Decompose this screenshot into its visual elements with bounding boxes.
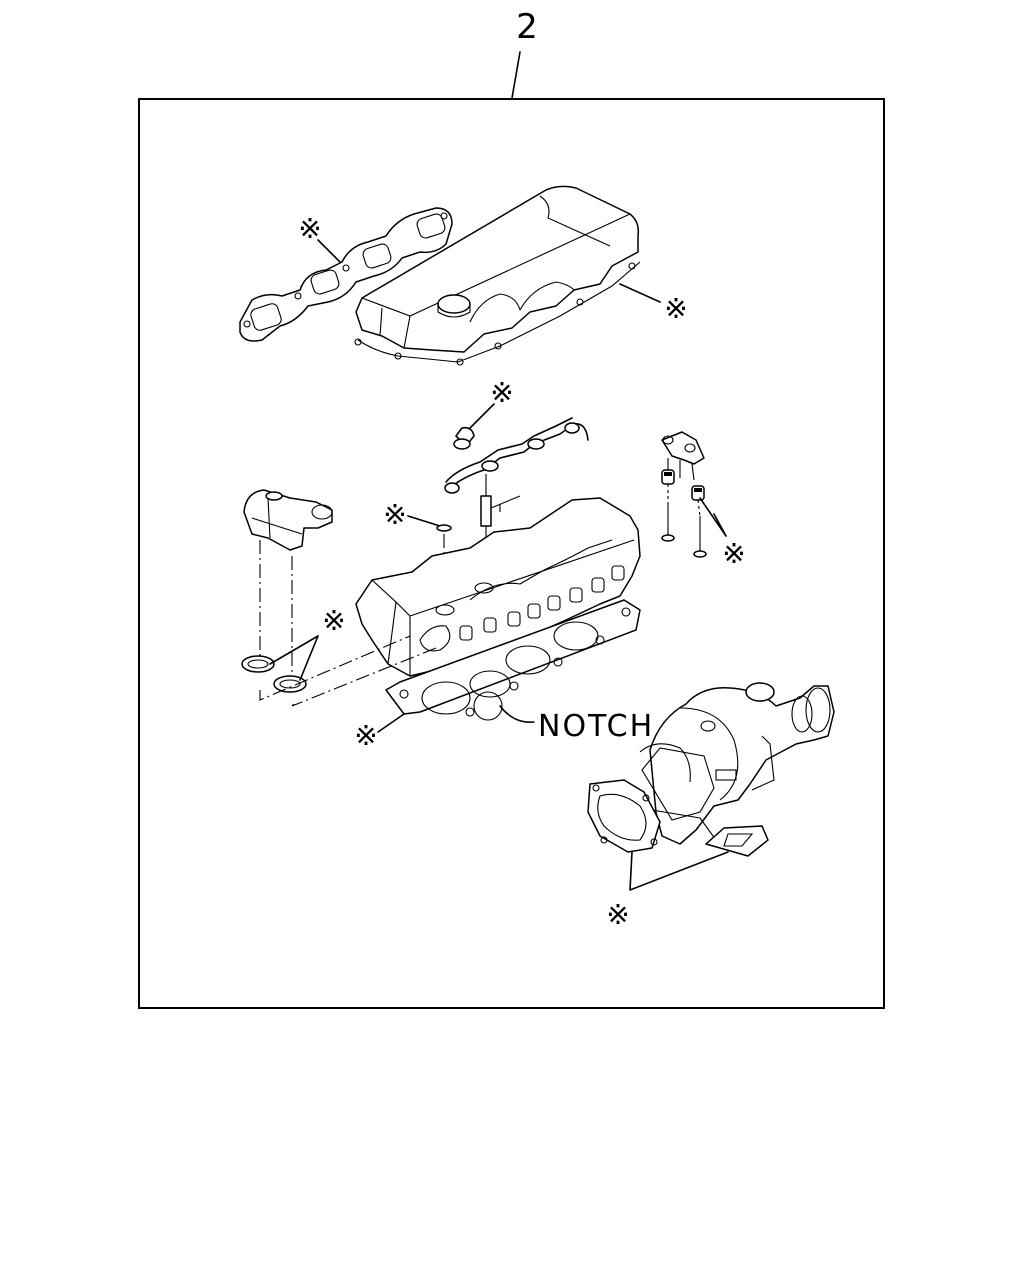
callout-leader bbox=[511, 51, 521, 99]
asterisk-marker: ※ bbox=[606, 898, 629, 931]
turbo-inlet-gasket bbox=[587, 779, 661, 853]
asterisk-marker: ※ bbox=[664, 292, 687, 325]
exhaust-manifold-gasket bbox=[239, 207, 453, 342]
leader-line bbox=[699, 497, 727, 537]
asterisk-marker: ※ bbox=[298, 212, 321, 245]
turbocharger bbox=[639, 682, 835, 845]
leader-line bbox=[469, 403, 495, 429]
notch-label: NOTCH bbox=[538, 709, 654, 744]
injector-washer bbox=[436, 524, 452, 532]
assembly-line bbox=[291, 647, 437, 707]
leak-off-pipe bbox=[444, 417, 589, 494]
cylinder-head-cover bbox=[355, 185, 640, 353]
asterisk-marker: ※ bbox=[722, 537, 745, 570]
cylinder-head-gasket bbox=[385, 599, 641, 721]
cover-gasket bbox=[354, 261, 641, 366]
leader-line bbox=[619, 283, 661, 303]
leader-line bbox=[407, 515, 441, 527]
callout-number: 2 bbox=[516, 7, 538, 47]
leader-line bbox=[377, 713, 405, 733]
assembly-line bbox=[259, 635, 411, 701]
leader-line bbox=[629, 851, 729, 891]
asterisk-marker: ※ bbox=[490, 376, 513, 409]
thermostat-o-rings bbox=[241, 655, 307, 693]
valve-stem-seals bbox=[661, 431, 707, 558]
asterisk-marker: ※ bbox=[322, 604, 345, 637]
cylinder-head bbox=[355, 497, 641, 677]
thermostat-housing bbox=[243, 489, 333, 551]
kit-frame bbox=[138, 98, 885, 1009]
asterisk-marker: ※ bbox=[383, 498, 406, 531]
asterisk-marker: ※ bbox=[354, 719, 377, 752]
notch-leader bbox=[499, 705, 535, 723]
turbo-outlet-gasket bbox=[705, 825, 769, 857]
leader-line bbox=[269, 635, 319, 681]
leader-line bbox=[317, 239, 341, 263]
